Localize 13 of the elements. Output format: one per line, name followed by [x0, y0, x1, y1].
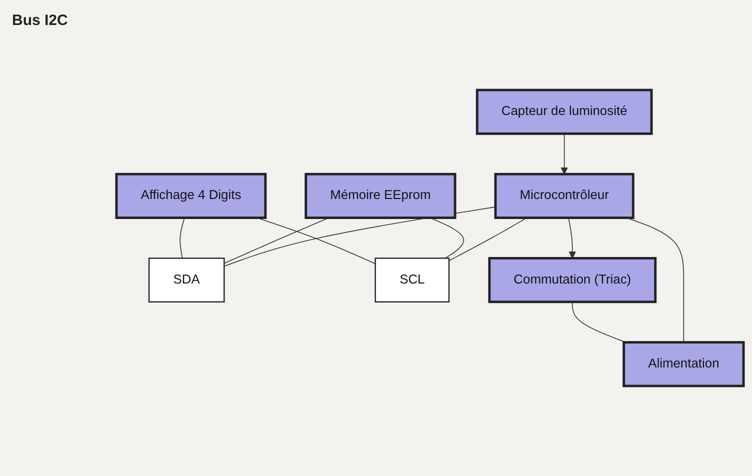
node-box: Microcontrôleur	[494, 172, 634, 219]
node-box: Capteur de luminosité	[476, 88, 653, 135]
node-box: SDA	[148, 258, 225, 302]
arrow	[568, 217, 576, 259]
node-box: Commutation (Triac)	[488, 257, 657, 304]
arrow	[560, 133, 568, 174]
bus-label: Bus I2C	[12, 12, 68, 29]
node-box: Affichage 4 Digits	[115, 172, 267, 219]
node-box: Mémoire EEprom	[304, 172, 456, 219]
connector	[180, 217, 185, 259]
node-box: SCL	[374, 258, 450, 302]
node-box: Alimentation	[622, 341, 745, 388]
connector	[448, 217, 528, 262]
